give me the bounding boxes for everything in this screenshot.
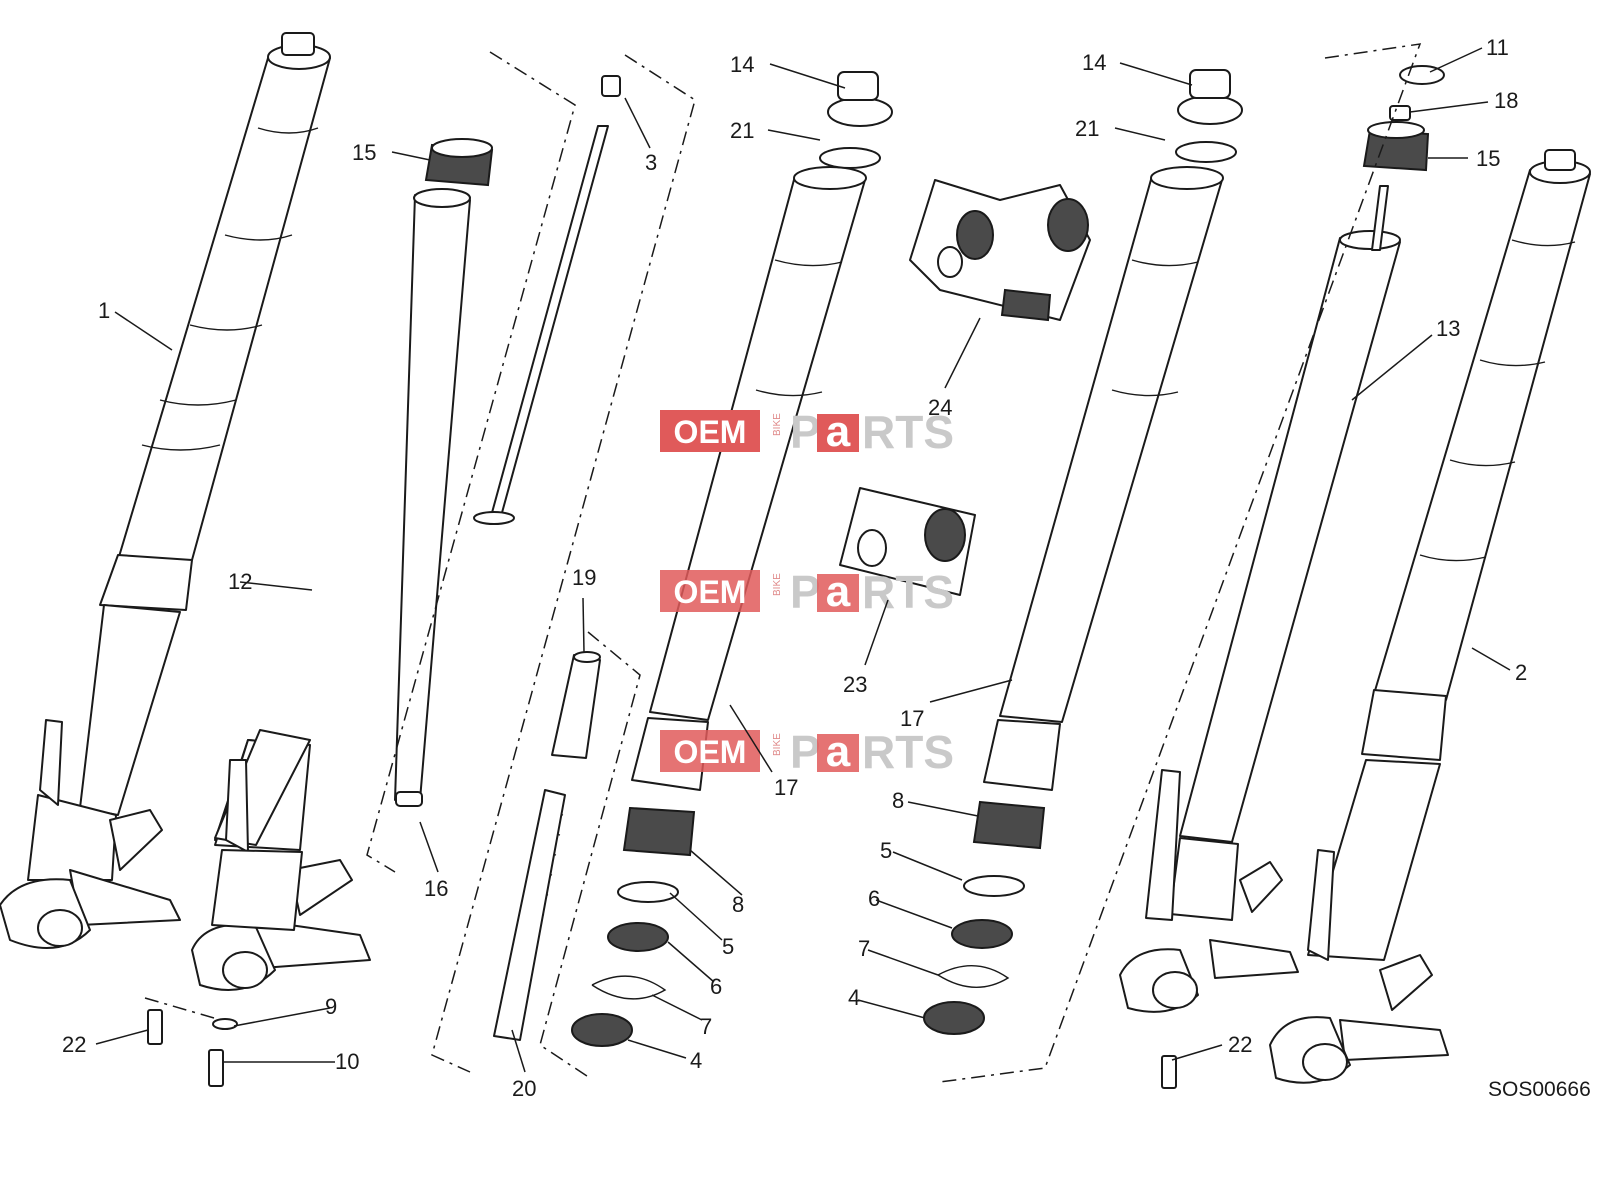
svg-text:OEM: OEM [674, 414, 747, 450]
fork-outer-tube-middle [631, 166, 867, 791]
callout-12: 12 [228, 569, 252, 594]
leader-lines [95, 47, 1511, 1073]
callout-labels: 1 2 3 4 4 5 5 6 6 7 7 8 8 9 10 11 12 13 … [62, 35, 1527, 1101]
callout-4a: 4 [690, 1048, 702, 1073]
callout-2: 2 [1515, 660, 1527, 685]
callout-16: 16 [424, 876, 448, 901]
drawing-code: SOS00666 [1488, 1078, 1591, 1101]
svg-text:P: P [790, 406, 821, 458]
watermark-top: OEM BIKE P a RTS [660, 406, 954, 458]
svg-text:P: P [790, 726, 821, 778]
preload-sleeve [551, 651, 601, 759]
svg-text:RTS: RTS [862, 726, 954, 778]
fasteners [147, 1009, 1177, 1089]
seal-stack-right-center [923, 800, 1046, 1035]
callout-3: 3 [645, 150, 657, 175]
callout-15a: 15 [352, 140, 376, 165]
callout-8a: 8 [732, 892, 744, 917]
callout-11: 11 [1486, 35, 1509, 60]
callout-7b: 7 [858, 936, 870, 961]
svg-text:P: P [790, 566, 821, 618]
cartridge-tube [394, 188, 471, 807]
callout-24: 24 [928, 395, 952, 420]
svg-text:a: a [826, 407, 851, 456]
callout-13: 13 [1436, 316, 1460, 341]
callout-15b: 15 [1476, 146, 1500, 171]
spring-spacer-left [424, 138, 494, 187]
seal-kit-24 [909, 179, 1091, 322]
callout-19: 19 [572, 565, 596, 590]
watermark-middle: OEM BIKE P a RTS [660, 566, 954, 618]
svg-text:OEM: OEM [674, 574, 747, 610]
callout-1: 1 [98, 298, 110, 323]
fork-inner-tube-left [191, 729, 371, 991]
svg-text:BIKE: BIKE [772, 733, 783, 756]
seal-kit-23 [839, 487, 976, 596]
callout-18: 18 [1494, 88, 1518, 113]
svg-text:BIKE: BIKE [772, 573, 783, 596]
fork-spring [493, 789, 566, 1041]
callout-8b: 8 [892, 788, 904, 813]
svg-text:a: a [826, 567, 851, 616]
callout-17b: 17 [900, 706, 924, 731]
callout-6b: 6 [868, 886, 880, 911]
fork-leg-left [0, 32, 331, 949]
seal-stack-middle [571, 806, 696, 1047]
callout-23: 23 [843, 672, 867, 697]
callout-5a: 5 [722, 934, 734, 959]
callout-5b: 5 [880, 838, 892, 863]
watermark-bottom: OEM BIKE P a RTS [660, 726, 954, 778]
svg-text:a: a [826, 727, 851, 776]
callout-6a: 6 [710, 974, 722, 999]
fork-outer-tube-right-center [983, 166, 1224, 791]
callout-22a: 22 [62, 1032, 86, 1057]
damper-rod [473, 75, 621, 525]
callout-14a: 14 [730, 52, 754, 77]
fork-leg-right [1269, 149, 1591, 1084]
svg-text:RTS: RTS [862, 566, 954, 618]
callout-21b: 21 [1075, 116, 1099, 141]
callout-14b: 14 [1082, 50, 1106, 75]
callout-21a: 21 [730, 118, 754, 143]
callout-7a: 7 [700, 1014, 712, 1039]
svg-text:OEM: OEM [674, 734, 747, 770]
callout-17a: 17 [774, 775, 798, 800]
callout-20: 20 [512, 1076, 536, 1101]
assembly-outlines [144, 43, 1422, 1083]
callout-9: 9 [325, 994, 337, 1019]
top-cap-right-center [1175, 69, 1243, 163]
callout-10: 10 [335, 1049, 359, 1074]
callout-22b: 22 [1228, 1032, 1252, 1057]
svg-text:BIKE: BIKE [772, 413, 783, 436]
top-cap-middle [819, 71, 893, 169]
svg-text:RTS: RTS [862, 406, 954, 458]
callout-4b: 4 [848, 985, 860, 1010]
